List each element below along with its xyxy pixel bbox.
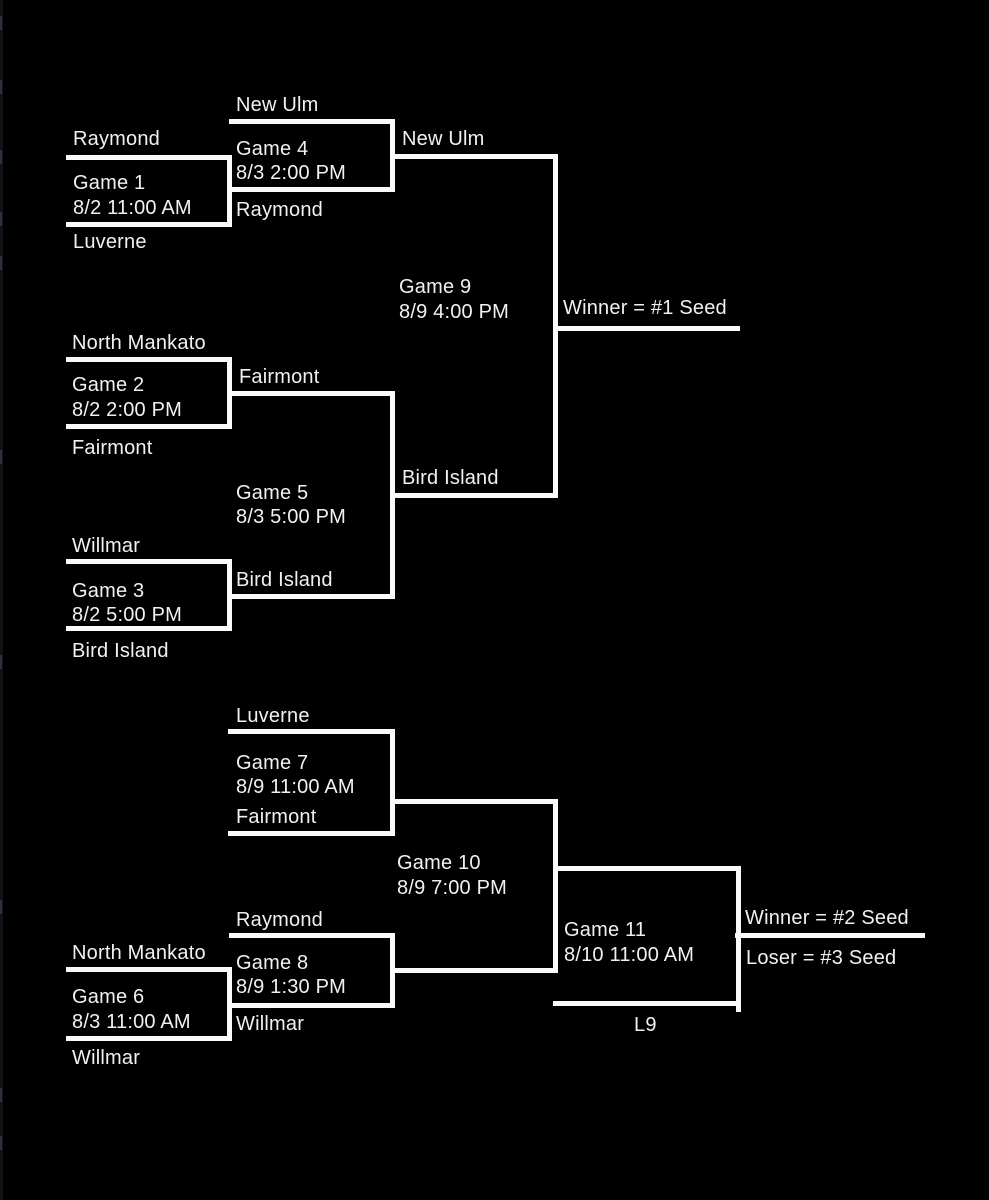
game9-top-input-line [393,154,558,159]
game7-top-team: Luverne [236,705,310,727]
game5-time: 8/3 5:00 PM [236,506,347,528]
game6-top-line [66,967,232,972]
game11-name: Game 11 [564,919,647,941]
game1-right-line [227,155,232,227]
game8-right-line [390,933,395,1008]
game11-top-line [553,866,741,871]
game9-time: 8/9 4:00 PM [399,301,510,323]
scan-artifact [0,900,2,914]
game7-bottom-team: Fairmont [236,806,317,828]
seed2-winner-label: Winner = #2 Seed [745,907,909,929]
game3-bottom-line [66,626,232,631]
seed1-winner-line [555,326,740,331]
game1-bottom-team: Luverne [73,231,147,253]
game6-top-team: North Mankato [72,942,206,964]
game10-name: Game 10 [397,852,481,874]
game4-time: 8/3 2:00 PM [236,162,347,184]
game2-top-line [66,357,232,362]
game4-top-line [229,119,395,124]
scan-artifact-strip [0,0,3,1200]
scan-artifact [0,256,2,270]
game8-top-line [229,933,395,938]
game5-top-line [229,391,395,396]
seed3-loser-label: Loser = #3 Seed [746,947,897,969]
game4-top-team: New Ulm [236,94,319,116]
game1-name: Game 1 [73,172,146,194]
scan-artifact [0,80,2,94]
game5-right-line [390,391,395,599]
scan-artifact [0,1088,2,1102]
game5-top-team: Fairmont [239,366,320,388]
game8-name: Game 8 [236,952,309,974]
seed1-winner-label: Winner = #1 Seed [563,297,727,319]
game11-bottom-team: L9 [634,1014,657,1036]
game7-time: 8/9 11:00 AM [236,776,355,798]
scan-artifact [0,1136,2,1150]
game9-bottom-team: Bird Island [402,467,499,489]
game9-name: Game 9 [399,276,472,298]
game7-bottom-line [228,831,395,836]
game3-right-line [227,559,232,631]
game8-top-team: Raymond [236,909,323,931]
scan-artifact [0,16,2,30]
game8-time: 8/9 1:30 PM [236,976,347,998]
game5-name: Game 5 [236,482,309,504]
game11-bottom-line [553,1001,741,1006]
game3-top-team: Willmar [72,535,141,557]
game9-bottom-input-line [393,493,558,498]
game5-bottom-team: Bird Island [236,569,333,591]
game8-bottom-team: Willmar [236,1013,305,1035]
game10-right-line [553,799,558,973]
game1-top-team: Raymond [73,128,160,150]
game6-bottom-line [66,1036,232,1041]
scan-artifact [0,655,2,669]
game2-top-team: North Mankato [72,332,206,354]
game7-top-line [228,729,395,734]
scan-artifact [0,450,2,464]
game11-time: 8/10 11:00 AM [564,944,695,966]
game10-top-input-line [393,799,557,804]
game4-bottom-line [229,187,395,192]
game6-bottom-team: Willmar [72,1047,141,1069]
seed2-winner-line [735,933,925,938]
game2-bottom-team: Fairmont [72,437,153,459]
game1-top-line [66,155,232,160]
game7-name: Game 7 [236,752,309,774]
game2-bottom-line [66,424,232,429]
game8-bottom-line [229,1003,395,1008]
game11-right-line [736,866,741,1012]
game4-bottom-team: Raymond [236,199,323,221]
game2-name: Game 2 [72,374,145,396]
game1-time: 8/2 11:00 AM [73,197,192,219]
game10-bottom-input-line [393,968,557,973]
game4-right-line [390,119,395,192]
game1-bottom-line [66,222,232,227]
game9-top-team: New Ulm [402,128,485,150]
game2-time: 8/2 2:00 PM [72,399,183,421]
scan-artifact [0,212,2,226]
game3-top-line [66,559,232,564]
scan-artifact [0,150,2,164]
game5-bottom-line [229,594,395,599]
game3-time: 8/2 5:00 PM [72,604,183,626]
game7-right-line [390,729,395,836]
game6-name: Game 6 [72,986,145,1008]
game4-name: Game 4 [236,138,309,160]
game10-time: 8/9 7:00 PM [397,877,508,899]
game6-time: 8/3 11:00 AM [72,1011,191,1033]
game3-name: Game 3 [72,580,145,602]
game3-bottom-team: Bird Island [72,640,169,662]
game6-right-line [227,967,232,1041]
